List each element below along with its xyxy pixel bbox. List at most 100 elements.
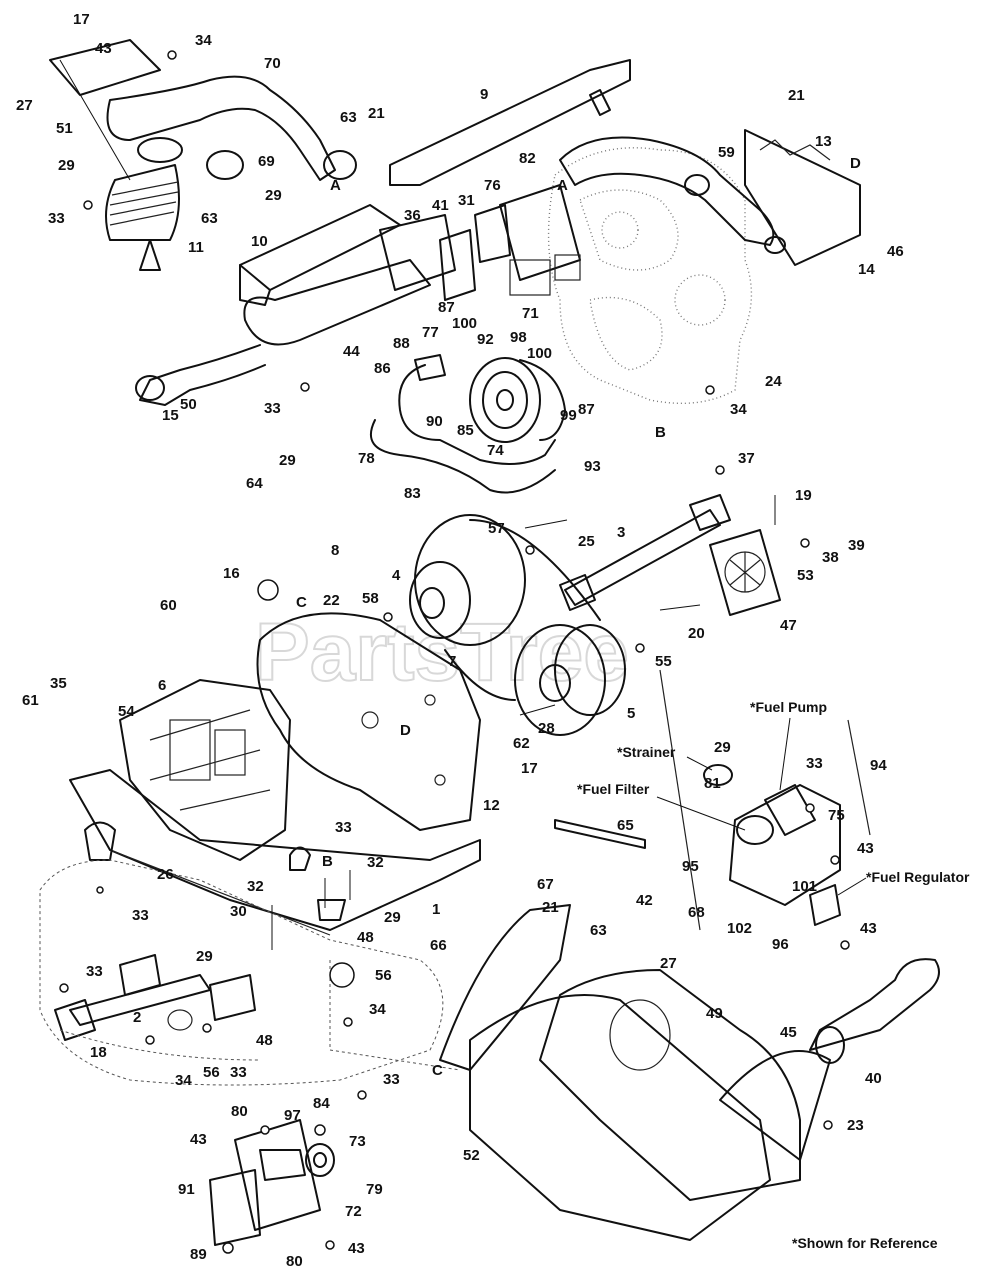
callout-73: 73: [349, 1133, 366, 1150]
callout-61: 61: [22, 692, 39, 709]
callout-100: 100: [527, 345, 552, 362]
callout-48: 48: [357, 929, 374, 946]
callout-21: 21: [542, 899, 559, 916]
callout-22: 22: [323, 592, 340, 609]
callout-19: 19: [795, 487, 812, 504]
callout-29: 29: [279, 452, 296, 469]
bottom-bracket-assembly: [209, 1119, 335, 1246]
callout-81: 81: [704, 775, 721, 792]
callout-51: 51: [56, 120, 73, 137]
callout-56: 56: [203, 1064, 220, 1081]
callout-33: 33: [335, 819, 352, 836]
callout-66: 66: [430, 937, 447, 954]
callout-72: 72: [345, 1203, 362, 1220]
callout-43: 43: [190, 1131, 207, 1148]
callout-C: C: [432, 1062, 443, 1079]
exhaust-pipe: [559, 129, 861, 266]
callout-56: 56: [375, 967, 392, 984]
callout-71: 71: [522, 305, 539, 322]
callout-69: 69: [258, 153, 275, 170]
callout-62: 62: [513, 735, 530, 752]
callout-57: 57: [488, 520, 505, 537]
callout-83: 83: [404, 485, 421, 502]
callout-33: 33: [230, 1064, 247, 1081]
callout-24: 24: [765, 373, 782, 390]
callout-63: 63: [201, 210, 218, 227]
callout-98: 98: [510, 329, 527, 346]
callout-34: 34: [730, 401, 747, 418]
air-intake-assembly: [49, 39, 357, 271]
hardware: [59, 50, 850, 1254]
callout-16: 16: [223, 565, 240, 582]
callout-86: 86: [374, 360, 391, 377]
callout-97: 97: [284, 1107, 301, 1124]
callout-43: 43: [95, 40, 112, 57]
fuel-system: [554, 669, 871, 931]
callout-43: 43: [857, 840, 874, 857]
callout-38: 38: [822, 549, 839, 566]
callout-B: B: [322, 853, 333, 870]
callout-50: 50: [180, 396, 197, 413]
callout-31: 31: [458, 192, 475, 209]
engine-reference: [547, 147, 753, 404]
callout-23: 23: [847, 1117, 864, 1134]
clutch-cover-outer: [439, 904, 940, 1241]
callout-29: 29: [384, 909, 401, 926]
callout-18: 18: [90, 1044, 107, 1061]
callout-21: 21: [368, 105, 385, 122]
note-fuel-regulator: *Fuel Regulator: [866, 869, 970, 885]
callout-75: 75: [828, 807, 845, 824]
note-shown-for-reference: *Shown for Reference: [792, 1235, 938, 1251]
callout-21: 21: [788, 87, 805, 104]
callout-42: 42: [636, 892, 653, 909]
callout-78: 78: [358, 450, 375, 467]
callout-1: 1: [432, 901, 440, 918]
callout-101: 101: [792, 878, 817, 895]
callout-102: 102: [727, 920, 752, 937]
callout-6: 6: [158, 677, 166, 694]
callout-30: 30: [230, 903, 247, 920]
callout-8: 8: [331, 542, 339, 559]
callout-34: 34: [369, 1001, 386, 1018]
callout-52: 52: [463, 1147, 480, 1164]
callout-44: 44: [343, 343, 360, 360]
callout-67: 67: [537, 876, 554, 893]
callout-26: 26: [157, 866, 174, 883]
callout-3: 3: [617, 524, 625, 541]
callout-11: 11: [188, 239, 204, 256]
callout-58: 58: [362, 590, 379, 607]
callout-60: 60: [160, 597, 177, 614]
callout-33: 33: [264, 400, 281, 417]
callout-14: 14: [858, 261, 875, 278]
callout-88: 88: [393, 335, 410, 352]
callout-77: 77: [422, 324, 439, 341]
callout-89: 89: [190, 1246, 207, 1263]
callout-34: 34: [175, 1072, 192, 1089]
callout-29: 29: [196, 948, 213, 965]
callout-33: 33: [806, 755, 823, 772]
callout-20: 20: [688, 625, 705, 642]
callout-87: 87: [438, 299, 455, 316]
callout-49: 49: [706, 1005, 723, 1022]
watermark: PartsTree: [255, 607, 629, 698]
callout-32: 32: [367, 854, 384, 871]
callout-25: 25: [578, 533, 595, 550]
muffler-assembly: [135, 204, 456, 406]
callout-80: 80: [231, 1103, 248, 1120]
callout-43: 43: [348, 1240, 365, 1257]
callout-39: 39: [848, 537, 865, 554]
callout-17: 17: [73, 11, 90, 28]
callout-7: 7: [448, 653, 456, 670]
callout-4: 4: [392, 567, 401, 584]
callout-91: 91: [178, 1181, 195, 1198]
callout-37: 37: [738, 450, 755, 467]
frame-reference: [39, 859, 461, 1086]
callout-74: 74: [487, 442, 504, 459]
callout-34: 34: [195, 32, 212, 49]
callout-100: 100: [452, 315, 477, 332]
callout-5: 5: [627, 705, 635, 722]
callout-41: 41: [432, 197, 449, 214]
note-fuel-filter: *Fuel Filter: [577, 781, 650, 797]
callout-76: 76: [484, 177, 501, 194]
callout-85: 85: [457, 422, 474, 439]
